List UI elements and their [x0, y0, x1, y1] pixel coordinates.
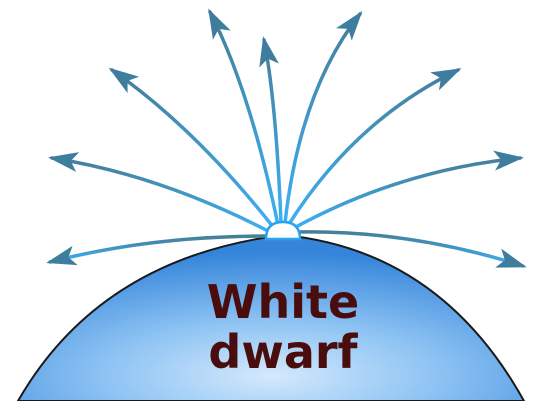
label-line-dwarf: dwarf	[208, 325, 358, 379]
ray-2	[52, 158, 270, 232]
arrow-icon	[336, 11, 362, 41]
ray-6	[285, 14, 360, 223]
arrow-icon	[430, 68, 461, 90]
hotspot-bump-icon	[266, 222, 300, 239]
label-line-white: White	[207, 275, 359, 329]
arrow-icon	[109, 68, 139, 93]
ray-3	[112, 70, 274, 228]
